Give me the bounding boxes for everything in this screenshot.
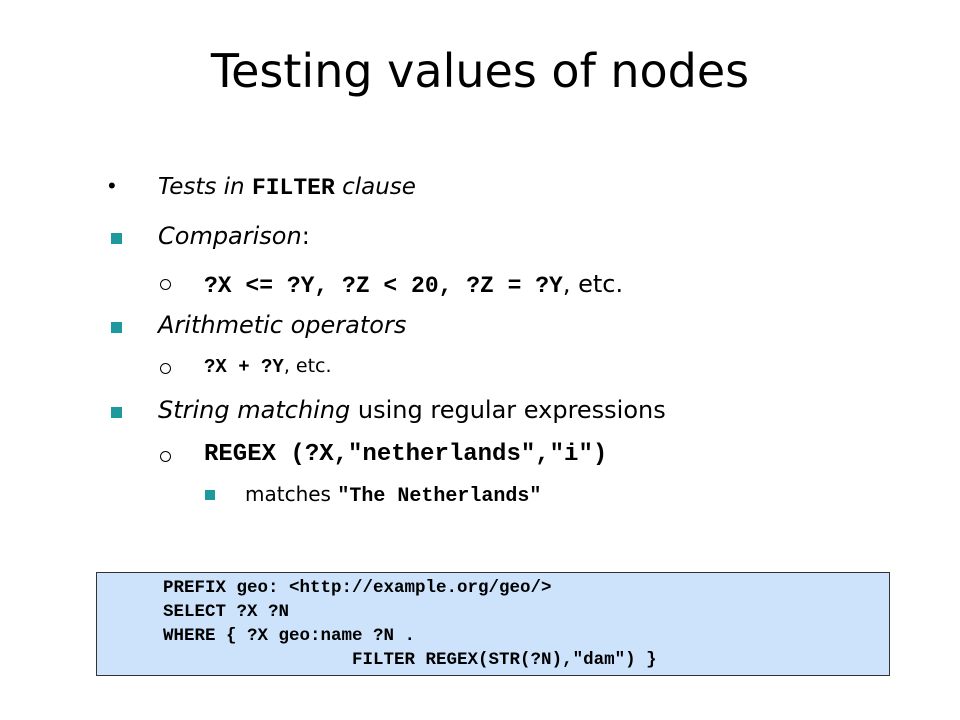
bullet-tests-suffix: clause — [334, 174, 416, 200]
bullet-tests-prefix: Tests in — [158, 174, 252, 200]
square-bullet-icon — [205, 490, 215, 500]
bullet-matches: matches "The Netherlands" — [245, 482, 541, 508]
bullet-regex-example: REGEX (?X,"netherlands","i") — [204, 441, 608, 468]
matches-code: "The Netherlands" — [337, 485, 542, 508]
bullet-comparison: Comparison: — [158, 222, 310, 250]
string-label: String matching — [158, 396, 351, 424]
square-bullet-icon — [111, 407, 122, 418]
page-title: Testing values of nodes — [210, 44, 750, 98]
string-suffix: using regular expressions — [350, 396, 666, 424]
bullet-comparison-colon: : — [301, 222, 310, 250]
bullet-string-matching: String matching using regular expression… — [158, 396, 666, 424]
code-box: PREFIX geo: <http://example.org/geo/> SE… — [96, 572, 890, 676]
bullet-tests-filter: Tests in FILTER clause — [158, 174, 416, 201]
arith-etc: , etc. — [283, 355, 332, 377]
bullet-arithmetic: Arithmetic operators — [158, 311, 407, 339]
bullet-comparison-label: Comparison — [158, 222, 302, 250]
ring-bullet-icon — [160, 451, 171, 462]
arith-code: ?X + ?Y — [204, 356, 284, 378]
code-block: PREFIX geo: <http://example.org/geo/> SE… — [163, 578, 657, 670]
bullet-dot-icon: • — [108, 173, 116, 198]
matches-prefix: matches — [245, 482, 338, 506]
bullet-arithmetic-example: ?X + ?Y, etc. — [204, 355, 332, 378]
bullet-tests-keyword: FILTER — [251, 175, 335, 201]
ring-bullet-icon — [160, 279, 171, 290]
bullet-comparison-example: ?X <= ?Y, ?Z < 20, ?Z = ?Y, etc. — [204, 270, 623, 299]
comparison-etc: , etc. — [562, 270, 624, 298]
ring-bullet-icon — [160, 363, 171, 374]
square-bullet-icon — [111, 233, 122, 244]
square-bullet-icon — [111, 322, 122, 333]
comparison-code: ?X <= ?Y, ?Z < 20, ?Z = ?Y — [204, 273, 563, 299]
